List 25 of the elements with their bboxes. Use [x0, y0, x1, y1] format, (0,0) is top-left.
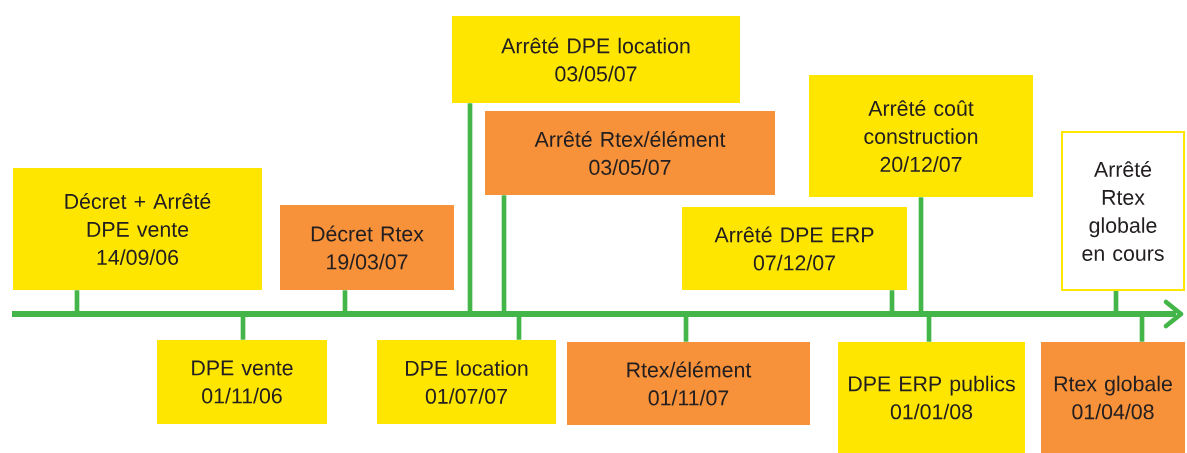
tick-line [467, 103, 473, 314]
timeline-arrow [12, 299, 1184, 329]
tick-line [342, 290, 348, 314]
tick-line [926, 314, 932, 342]
tick-line [1139, 314, 1145, 342]
tick-line [918, 197, 924, 314]
tick-line [889, 290, 895, 314]
tick-line [683, 314, 689, 342]
event-box: Arrêté Rtex/élément 03/05/07 [485, 111, 775, 195]
tick-line [501, 195, 507, 314]
tick-line [240, 314, 246, 340]
event-box: Arrêté DPE location 03/05/07 [452, 16, 740, 103]
event-box: Arrêté coût construction 20/12/07 [809, 75, 1033, 197]
event-box: DPE vente 01/11/06 [157, 340, 327, 424]
event-box: Décret + Arrêté DPE vente 14/09/06 [13, 168, 262, 290]
tick-line [1113, 291, 1119, 314]
event-box: DPE ERP publics 01/01/08 [838, 342, 1025, 453]
tick-line [74, 290, 80, 314]
event-box: Arrêté Rtex globale en cours [1061, 131, 1185, 291]
event-box: DPE location 01/07/07 [377, 340, 556, 424]
event-box: Rtex globale 01/04/08 [1041, 342, 1185, 453]
event-box: Arrêté DPE ERP 07/12/07 [682, 207, 907, 290]
event-box: Rtex/élément 01/11/07 [567, 342, 810, 425]
event-box: Décret Rtex 19/03/07 [280, 205, 454, 290]
tick-line [516, 314, 522, 340]
